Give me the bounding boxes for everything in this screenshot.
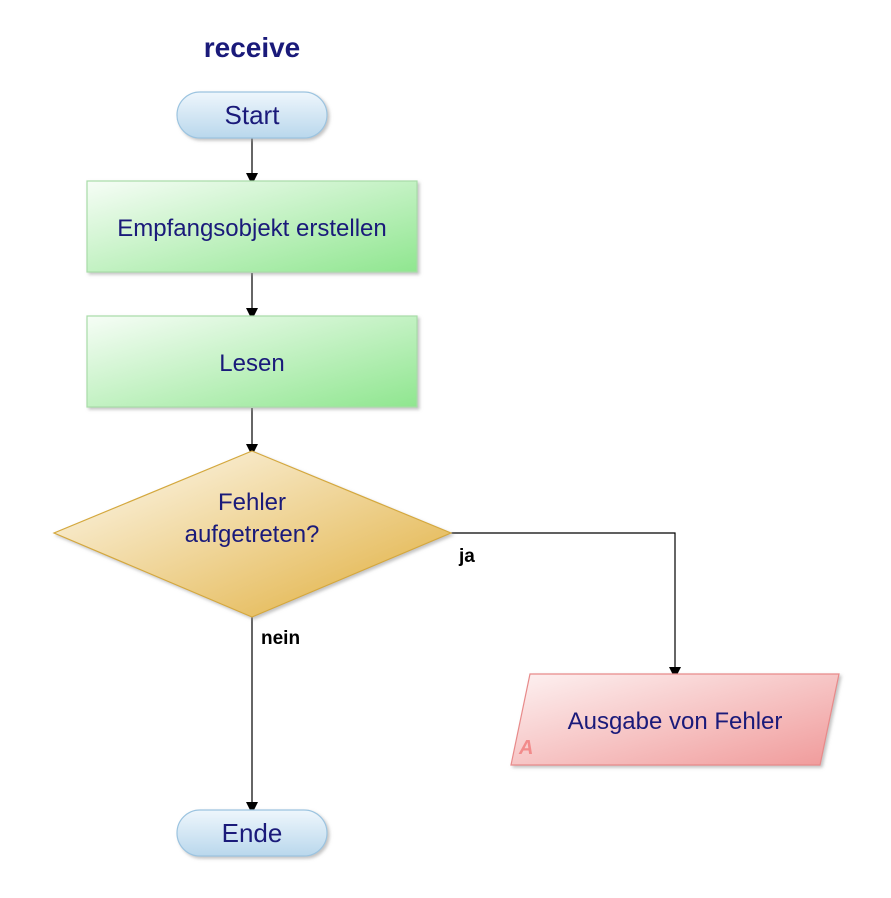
output-label: Ausgabe von Fehler [568, 708, 783, 735]
process-create-label: Empfangsobjekt erstellen [117, 215, 386, 242]
diagram-title: receive [204, 32, 301, 63]
output-error-node[interactable]: Ausgabe von Fehler A [510, 673, 840, 766]
edge-label-yes: ja [458, 546, 475, 567]
output-marker: A [518, 737, 533, 759]
process-read[interactable]: Lesen [86, 315, 418, 408]
decision-label-line2: aufgetreten? [185, 521, 320, 548]
process-create-receiver[interactable]: Empfangsobjekt erstellen [86, 180, 418, 273]
decision-label-line1: Fehler [218, 489, 286, 516]
end-node[interactable]: Ende [176, 809, 328, 857]
start-node[interactable]: Start [176, 91, 328, 139]
end-label: Ende [222, 818, 283, 848]
process-read-label: Lesen [219, 350, 284, 377]
edge-label-no: nein [261, 628, 300, 649]
edge-decision-output [451, 532, 681, 679]
start-label: Start [225, 100, 281, 130]
decision-error-occurred[interactable]: Fehler aufgetreten? [52, 450, 453, 618]
